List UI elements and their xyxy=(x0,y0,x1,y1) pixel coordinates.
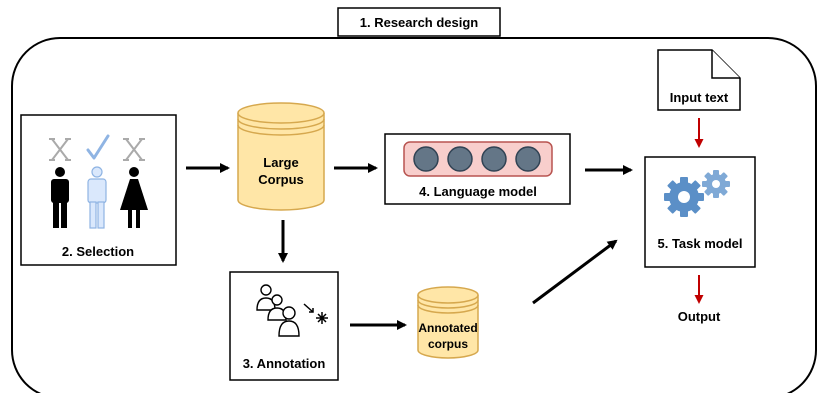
task-model-label: 5. Task model xyxy=(657,236,742,251)
language-model-label: 4. Language model xyxy=(419,184,537,199)
selection-box: 2. Selection xyxy=(20,114,177,266)
research-design-tab xyxy=(337,7,501,37)
research-design-frame xyxy=(11,37,817,393)
neuron xyxy=(413,146,439,172)
annotation-box: 3. Annotation xyxy=(229,271,339,381)
cross-mark-icon xyxy=(123,138,145,161)
neural-layer xyxy=(403,141,553,177)
input-text-document: Input text xyxy=(657,49,741,111)
selection-label: 2. Selection xyxy=(62,244,134,259)
neuron xyxy=(515,146,541,172)
large-corpus-label-line2: Corpus xyxy=(258,172,304,187)
annotated-corpus-label-line1: Annotated xyxy=(418,321,477,335)
annotators-icon xyxy=(256,284,300,337)
cross-mark-icon xyxy=(49,138,71,161)
man-icon xyxy=(87,166,107,229)
man-icon xyxy=(51,167,69,228)
task-model-box: 5. Task model xyxy=(644,156,756,268)
research-design-title: 1. Research design xyxy=(360,15,479,30)
woman-icon xyxy=(120,167,148,228)
language-model-box: 4. Language model xyxy=(384,133,571,205)
neuron xyxy=(447,146,473,172)
annotation-label: 3. Annotation xyxy=(243,356,326,371)
gears-icon xyxy=(664,170,730,217)
arrow-annotated-corpus-to-task-model xyxy=(532,239,618,305)
check-mark-icon xyxy=(86,134,110,160)
annotated-corpus-label-line2: corpus xyxy=(428,337,468,351)
large-corpus-cylinder: Large Corpus xyxy=(237,102,325,211)
large-corpus-label-line1: Large xyxy=(263,155,298,170)
output-label: Output xyxy=(678,309,721,324)
neuron xyxy=(481,146,507,172)
annotation-spark-icon xyxy=(303,303,328,324)
input-text-label: Input text xyxy=(670,90,729,105)
annotated-corpus-cylinder: Annotated corpus xyxy=(417,286,479,359)
